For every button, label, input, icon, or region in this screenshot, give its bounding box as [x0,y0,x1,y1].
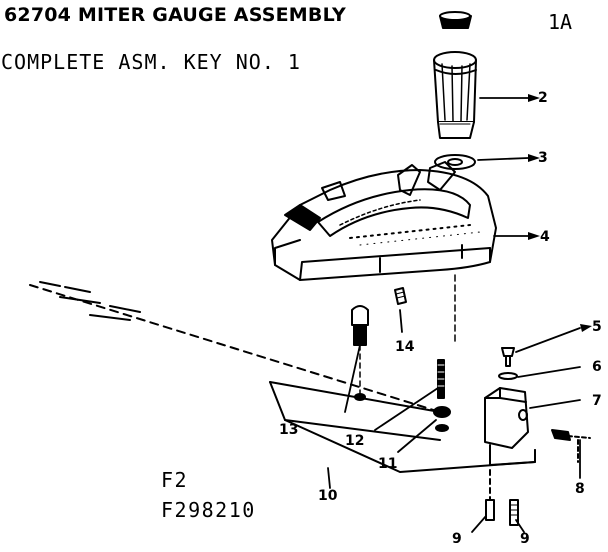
label-part-6: 6 [592,359,602,375]
label-part-2: 2 [538,90,548,106]
label-part-8: 8 [575,481,585,497]
rod-8 [551,429,591,463]
nut-11 [433,406,451,432]
leader-lines [327,97,581,533]
figure-code-f298210: F298210 [161,498,256,522]
label-part-9-left: 9 [452,531,462,547]
label-part-14: 14 [395,339,415,355]
cap-1a [439,11,472,29]
screw-9-right [509,499,519,526]
screw-9-left [485,469,495,521]
washer-3 [434,154,476,170]
label-part-10: 10 [318,488,338,504]
bracket-7 [484,387,536,466]
label-part-5: 5 [592,319,602,335]
page-title: 62704 MITER GAUGE ASSEMBLY [4,4,346,26]
screw-5 [501,347,515,367]
label-part-3: 3 [538,150,548,166]
label-part-4: 4 [540,229,550,245]
label-part-11: 11 [378,456,398,472]
knob-2 [433,51,477,139]
pin-13 [351,305,369,401]
stud-12 [437,359,445,399]
page-subtitle: COMPLETE ASM. KEY NO. 1 [1,50,301,74]
label-part-7: 7 [592,393,602,409]
washer-6 [498,372,518,380]
set-screw-14 [394,287,407,305]
label-part-13: 13 [279,422,299,438]
label-part-9-right: 9 [520,531,530,547]
protractor-body-4 [271,161,497,281]
label-part-12: 12 [345,433,365,449]
figure-code-f2: F2 [161,468,189,492]
miter-bar-10 [29,281,536,473]
label-part-1a: 1A [548,10,573,34]
arrow-heads [528,94,592,332]
